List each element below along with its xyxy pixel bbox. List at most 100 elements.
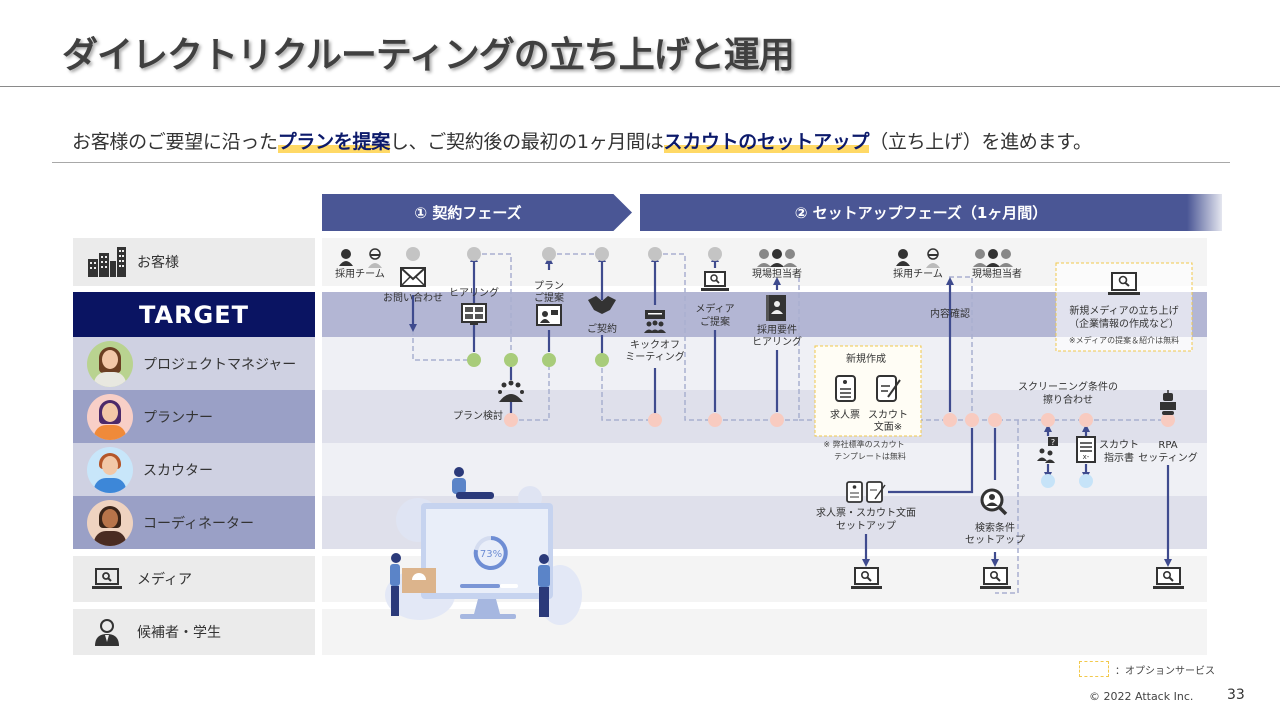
lead-divider [52,162,1230,163]
new-creation-job-sheet: 求人票 [830,409,860,421]
step-kickoff-2: ミーティング [625,350,684,363]
new-creation-note-2: テンプレートは無料 [834,451,906,461]
avatar-coordinator-icon [87,499,133,546]
node-planner [770,413,784,427]
actor-hiring-team: 採用チーム [335,267,385,280]
step-screening-1: スクリーニング条件の [1018,380,1118,393]
lane-bg-scouter [322,443,1207,496]
step-plan-proposal-2: ご提案 [534,291,564,304]
node-pm [504,353,518,367]
step-kickoff-1: キックオフ [630,339,680,351]
step-screening-2: 擦り合わせ [1043,393,1093,406]
phase-contract: ① 契約フェーズ [322,194,632,231]
lead-text-1: お客様のご要望に沿った [72,131,278,153]
lead-text-2: し、ご契約後の最初の1ヶ月間は [389,131,664,153]
legend-option-swatch [1079,661,1109,677]
lane-candidate-label: 候補者・学生 [137,625,221,641]
profile-book-icon [766,295,786,321]
node-customer [595,247,609,261]
avatar-pm-icon [87,340,133,387]
node-planner [708,413,722,427]
actor-field-staff-2: 現場担当者 [972,267,1022,280]
node-planner [988,413,1002,427]
node-pm [595,353,609,367]
lane-scouter-label: スカウター [143,462,213,479]
lane-customer-label: お客様 [137,255,179,271]
field-staff-icon-2 [973,249,1013,267]
step-rpa-1: RPA [1158,440,1177,451]
node-planner [1161,413,1175,427]
media-laptop-icon-2 [980,567,1011,589]
step-plan-review: プラン検討 [453,409,503,422]
copyright: © 2022 Attack Inc. [1089,690,1194,703]
step-plan-proposal-1: プラン [534,280,564,292]
page-title: ダイレクトリクルーティングの立ち上げと運用 [62,35,795,76]
lane-coordinator-label: コーディネーター [143,515,255,532]
media-laptop-icon-1 [851,567,882,589]
actor-hiring-team-2: 採用チーム [893,267,943,280]
lane-media-label: メディア [137,572,193,588]
field-staff-icon [757,249,797,267]
person-icon [87,618,127,646]
robot-icon [1160,390,1176,415]
node-planner [943,413,957,427]
lane-project-manager: プロジェクトマネジャー [73,337,315,390]
question-person-icon: ? [1037,437,1058,463]
node-customer [467,247,481,261]
new-creation-option-box [814,345,922,437]
step-contract: ご契約 [587,322,617,335]
step-setup-docs-1: 求人票・スカウト文面 [816,506,916,519]
handshake-icon [588,296,616,314]
mail-icon [400,267,426,287]
step-scout-instructions-1: スカウト [1099,439,1139,451]
node-planner [648,413,662,427]
scout-template-icon [876,375,901,402]
avatar-scouter-icon [87,446,133,493]
new-creation-scout-text-1: スカウト [868,409,908,421]
node-customer [406,247,420,261]
video-call-icon [461,303,487,325]
nodes [406,247,1175,488]
legend-option-label: ：オプションサービス [1115,665,1215,677]
presentation-icon [536,304,562,326]
laptop-search-icon [701,271,729,291]
step-hearing: ヒアリング [449,286,499,299]
setup-illustration: 73% [385,467,582,625]
step-search-setup-1: 検索条件 [975,521,1015,534]
lane-candidate: 候補者・学生 [73,609,315,655]
legend: ：オプションサービス [1079,661,1215,677]
lane-customer: お客様 [73,238,315,286]
phase-setup: ② セットアップフェーズ（1ヶ月間） [640,194,1222,231]
search-person-icon [980,488,1008,516]
node-scouter [1041,474,1055,488]
new-media-line-1: 新規メディアの立ち上げ [1069,304,1178,317]
lane-planner-label: プランナー [143,409,213,426]
lead-highlight-scout: スカウトのセットアップ [663,131,870,153]
lane-media: メディア [73,556,315,602]
lane-scouter: スカウター [73,443,315,496]
node-customer [648,247,662,261]
step-inquiry: お問い合わせ [383,291,443,304]
step-content-check: 内容確認 [930,307,970,320]
step-req-hearing-1: 採用要件 [757,323,797,336]
new-media-laptop-icon [1108,272,1140,295]
step-media-proposal-1: メディア [695,302,734,315]
lane-pm-label: プロジェクトマネジャー [143,356,297,373]
step-setup-docs-2: セットアップ [836,520,896,532]
new-media-line-2: （企業情報の作成など） [1069,317,1179,330]
node-planner [965,413,979,427]
building-icon [87,247,127,277]
team-review-icon [498,380,524,402]
step-scout-instructions-2: 指示書 [1104,451,1134,464]
actor-field-staff: 現場担当者 [752,267,802,280]
page-number: 33 [1227,687,1245,703]
new-creation-note-1: ※ 弊社標準のスカウト [823,439,904,449]
lane-coordinator: コーディネーター [73,496,315,549]
media-laptop-icon-3 [1153,567,1184,589]
meeting-icon [644,310,666,333]
new-creation-title: 新規作成 [846,352,886,365]
illustration-progress: 73% [480,549,502,560]
node-pm [542,353,556,367]
svg-text:?: ? [1051,438,1055,447]
